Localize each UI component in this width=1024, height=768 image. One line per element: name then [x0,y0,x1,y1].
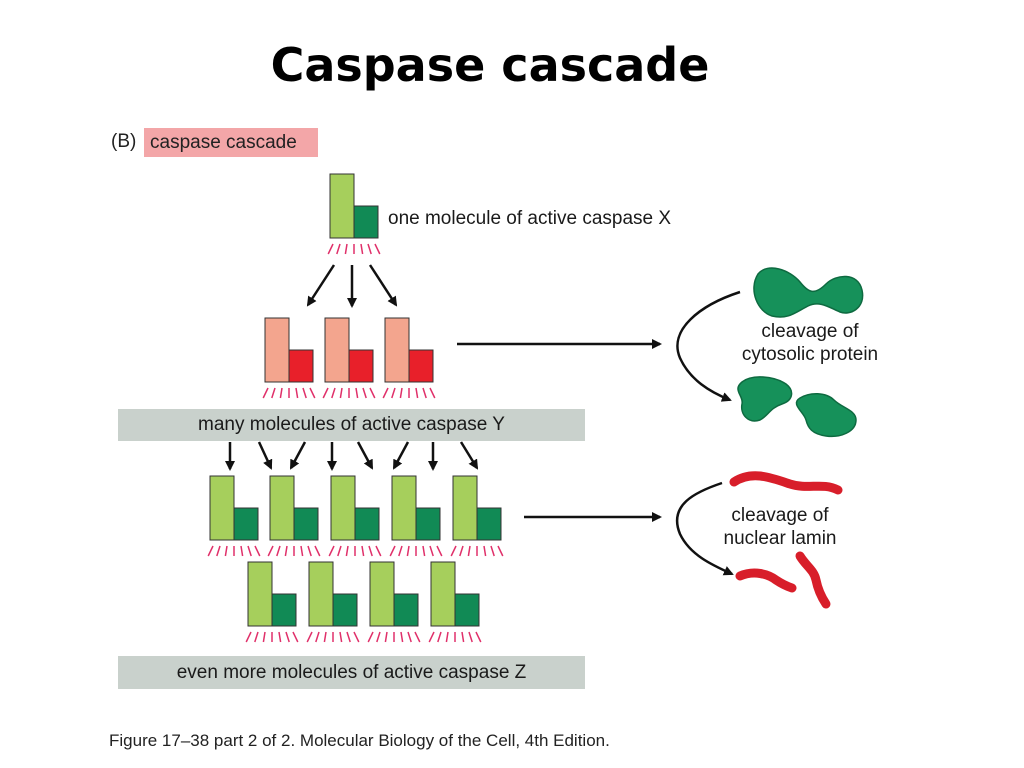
caspase-y-molecule-2 [322,317,376,399]
arrow-y-to-z-8 [459,441,479,470]
cytosolic-cleavage-line1: cleavage of [761,321,859,342]
caspase-y-label: many molecules of active caspase Y [198,414,505,435]
cytosolic-protein-fragment-2 [795,393,857,438]
activity-ticks [450,545,504,557]
cytosolic-protein-fragment-1 [737,376,793,422]
curved-arrow-cytosolic [676,290,741,402]
caspase-x-molecule [327,173,381,255]
panel-label: (B) [111,131,137,152]
activity-ticks [328,545,382,557]
caspase-z-molecule-1 [207,475,261,557]
lamin-cleavage-line1: cleavage of [731,505,829,526]
caspase-z-label: even more molecules of active caspase Z [176,662,527,683]
activity-ticks [322,387,376,399]
cytosolic-protein-intact [753,267,864,318]
caspase-z-molecule-2 [267,475,321,557]
cytosolic-cleavage-label: cleavage of cytosolic protein [720,320,900,366]
activity-ticks [207,545,261,557]
nuclear-lamin-fragment-2 [795,551,831,609]
caspase-y-molecule-3 [382,317,436,399]
lamin-cleavage-label: cleavage of nuclear lamin [700,504,860,550]
caspase-y-label-bar: many molecules of active caspase Y [118,409,585,441]
activity-ticks [382,387,436,399]
figure-caption: Figure 17–38 part 2 of 2. Molecular Biol… [109,731,610,750]
curved-arrow-lamin [675,481,734,576]
arrow-x-to-y-1 [306,264,336,307]
activity-ticks [306,631,360,643]
caspase-molecules [207,173,504,643]
nuclear-lamin-fragment-1 [735,568,797,593]
nuclear-lamin-intact [729,471,843,495]
slide-title: Caspase cascade [270,38,710,92]
activity-ticks [428,631,482,643]
activity-ticks [262,387,316,399]
caspase-z-molecule-4 [389,475,443,557]
activity-ticks [327,243,381,255]
lamin-cleavage-line2: nuclear lamin [723,528,837,549]
caspase-x-label: one molecule of active caspase X [388,208,672,229]
caspase-z-molecule-7 [306,561,360,643]
caspase-z-molecule-9 [428,561,482,643]
caspase-z-molecule-6 [245,561,299,643]
activity-ticks [245,631,299,643]
panel-tag: caspase cascade [144,128,318,157]
caspase-z-label-bar: even more molecules of active caspase Z [118,656,585,689]
caspase-z-molecule-5 [450,475,504,557]
activity-ticks [389,545,443,557]
cascade-arrows [225,264,741,576]
caspase-z-molecule-8 [367,561,421,643]
caspase-z-molecule-3 [328,475,382,557]
arrow-x-to-y-3 [368,264,398,307]
caspase-y-molecule-1 [262,317,316,399]
arrow-y-to-z-2 [257,441,273,470]
activity-ticks [367,631,421,643]
activity-ticks [267,545,321,557]
arrow-y-to-z-6 [392,441,410,470]
cytosolic-cleavage-line2: cytosolic protein [741,344,879,365]
arrow-y-to-z-3 [289,441,307,470]
arrow-y-to-z-5 [356,441,374,470]
